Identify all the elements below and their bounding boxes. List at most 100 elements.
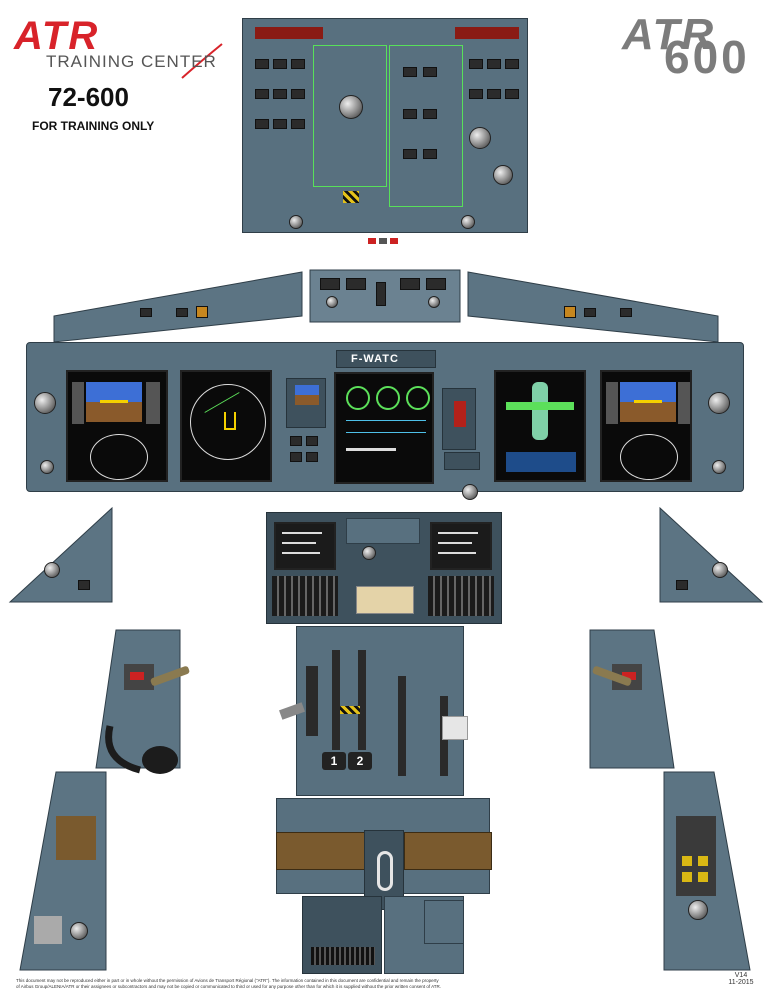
overhead-button[interactable] <box>487 89 501 99</box>
captain-mcdu-keypad[interactable] <box>272 576 338 616</box>
captain-side-console-knob[interactable] <box>70 922 88 940</box>
nd-compass-rose <box>190 384 266 460</box>
captain-side-knob[interactable] <box>40 460 54 474</box>
flap-lever-handle[interactable] <box>442 716 468 740</box>
overhead-button[interactable] <box>273 59 287 69</box>
engine-display <box>334 372 434 484</box>
overhead-button[interactable] <box>423 67 437 77</box>
overhead-light-switch[interactable] <box>368 236 398 246</box>
radio-knob[interactable] <box>362 546 376 560</box>
fo-side-console-knob[interactable] <box>688 900 708 920</box>
fcp-button[interactable] <box>320 278 340 290</box>
cabin-press-gauge[interactable] <box>469 127 491 149</box>
panel-button[interactable] <box>290 452 302 462</box>
overhead-knob-right[interactable] <box>461 215 475 229</box>
glareshield-button[interactable] <box>620 308 632 317</box>
overhead-button[interactable] <box>469 59 483 69</box>
captain-lower-console <box>19 771 107 971</box>
power-lever-gate <box>340 706 360 714</box>
overhead-button[interactable] <box>291 119 305 129</box>
overhead-guarded-switch[interactable] <box>343 191 359 203</box>
captain-nd <box>180 370 272 482</box>
overhead-button[interactable] <box>403 109 417 119</box>
overhead-knob-left[interactable] <box>289 215 303 229</box>
overhead-button[interactable] <box>273 119 287 129</box>
overhead-button[interactable] <box>505 59 519 69</box>
overhead-button[interactable] <box>423 149 437 159</box>
autopress-knob[interactable] <box>462 484 478 500</box>
captain-side-audio-panel <box>56 816 96 860</box>
altitude-selector[interactable] <box>376 282 386 306</box>
systems-page-box <box>506 452 576 472</box>
glareshield-button[interactable] <box>584 308 596 317</box>
overhead-button[interactable] <box>255 59 269 69</box>
nd-aircraft-symbol <box>224 412 236 430</box>
overhead-gauge-left[interactable] <box>339 95 363 119</box>
power-lever-1[interactable]: 1 <box>322 752 346 770</box>
fcp-knob[interactable] <box>428 296 440 308</box>
overhead-button[interactable] <box>505 89 519 99</box>
disclaimer-line-2: of Airbus Group/ALENIA/ATR or their assi… <box>16 984 442 989</box>
glareshield-button[interactable] <box>176 308 188 317</box>
power-lever-2[interactable]: 2 <box>348 752 372 770</box>
fcp-button[interactable] <box>346 278 366 290</box>
version-label: V14 <box>734 972 748 979</box>
cabin-alt-gauge[interactable] <box>493 165 513 185</box>
captain-clock[interactable] <box>34 392 56 414</box>
overhead-button[interactable] <box>255 119 269 129</box>
fcp-knob[interactable] <box>326 296 338 308</box>
ed-memo-line <box>346 448 396 451</box>
trim-lever[interactable] <box>377 851 393 891</box>
glareshield-button[interactable] <box>140 308 152 317</box>
fo-side-knob[interactable] <box>712 460 726 474</box>
fo-systems-display <box>494 370 586 482</box>
master-warning-button[interactable] <box>196 306 208 318</box>
overhead-button[interactable] <box>403 149 417 159</box>
training-center-label: TRAINING CENTER <box>46 52 217 71</box>
captain-tiller-base <box>124 664 154 690</box>
overhead-button[interactable] <box>487 59 501 69</box>
throttle-quadrant <box>296 626 464 796</box>
fo-tiller-light <box>622 672 636 680</box>
speed-tape <box>606 382 618 424</box>
speed-tape <box>72 382 84 424</box>
atr-logo-right: ATR <box>622 10 716 59</box>
standby-instrument <box>286 378 326 428</box>
overhead-button[interactable] <box>255 89 269 99</box>
trim-wheel-slot <box>306 666 318 736</box>
captain-side-unit <box>34 916 62 944</box>
captain-tiller-console <box>95 629 181 769</box>
overhead-panel <box>242 18 528 233</box>
side-panel-button[interactable] <box>78 580 90 590</box>
overhead-button[interactable] <box>403 67 417 77</box>
captain-pfd <box>66 370 168 482</box>
rudder-trim-panel <box>302 896 382 974</box>
overhead-button[interactable] <box>291 59 305 69</box>
altitude-tape <box>678 382 690 424</box>
gear-lever[interactable] <box>454 401 466 427</box>
overhead-button[interactable] <box>291 89 305 99</box>
master-caution-button[interactable] <box>564 306 576 318</box>
fcp-button[interactable] <box>426 278 446 290</box>
overhead-button[interactable] <box>273 89 287 99</box>
side-panel-knob[interactable] <box>44 562 60 578</box>
overhead-button[interactable] <box>423 109 437 119</box>
captain-tiller-light <box>130 672 144 680</box>
panel-button[interactable] <box>306 436 318 446</box>
side-panel-button[interactable] <box>676 580 688 590</box>
panel-button[interactable] <box>290 436 302 446</box>
overhead-button[interactable] <box>469 89 483 99</box>
hsi-compass <box>90 434 148 480</box>
fcp-button[interactable] <box>400 278 420 290</box>
captain-mcdu-screen <box>274 522 336 570</box>
fo-side-panel <box>659 506 764 603</box>
fo-mcdu-keypad[interactable] <box>428 576 494 616</box>
side-panel-knob[interactable] <box>712 562 728 578</box>
standby-attitude <box>295 385 319 405</box>
panel-button[interactable] <box>306 452 318 462</box>
ed-divider <box>346 432 426 433</box>
power-lever-slot-1 <box>332 650 340 750</box>
fo-clock[interactable] <box>708 392 730 414</box>
park-brake-panel <box>424 900 464 944</box>
altitude-tape <box>146 382 160 424</box>
